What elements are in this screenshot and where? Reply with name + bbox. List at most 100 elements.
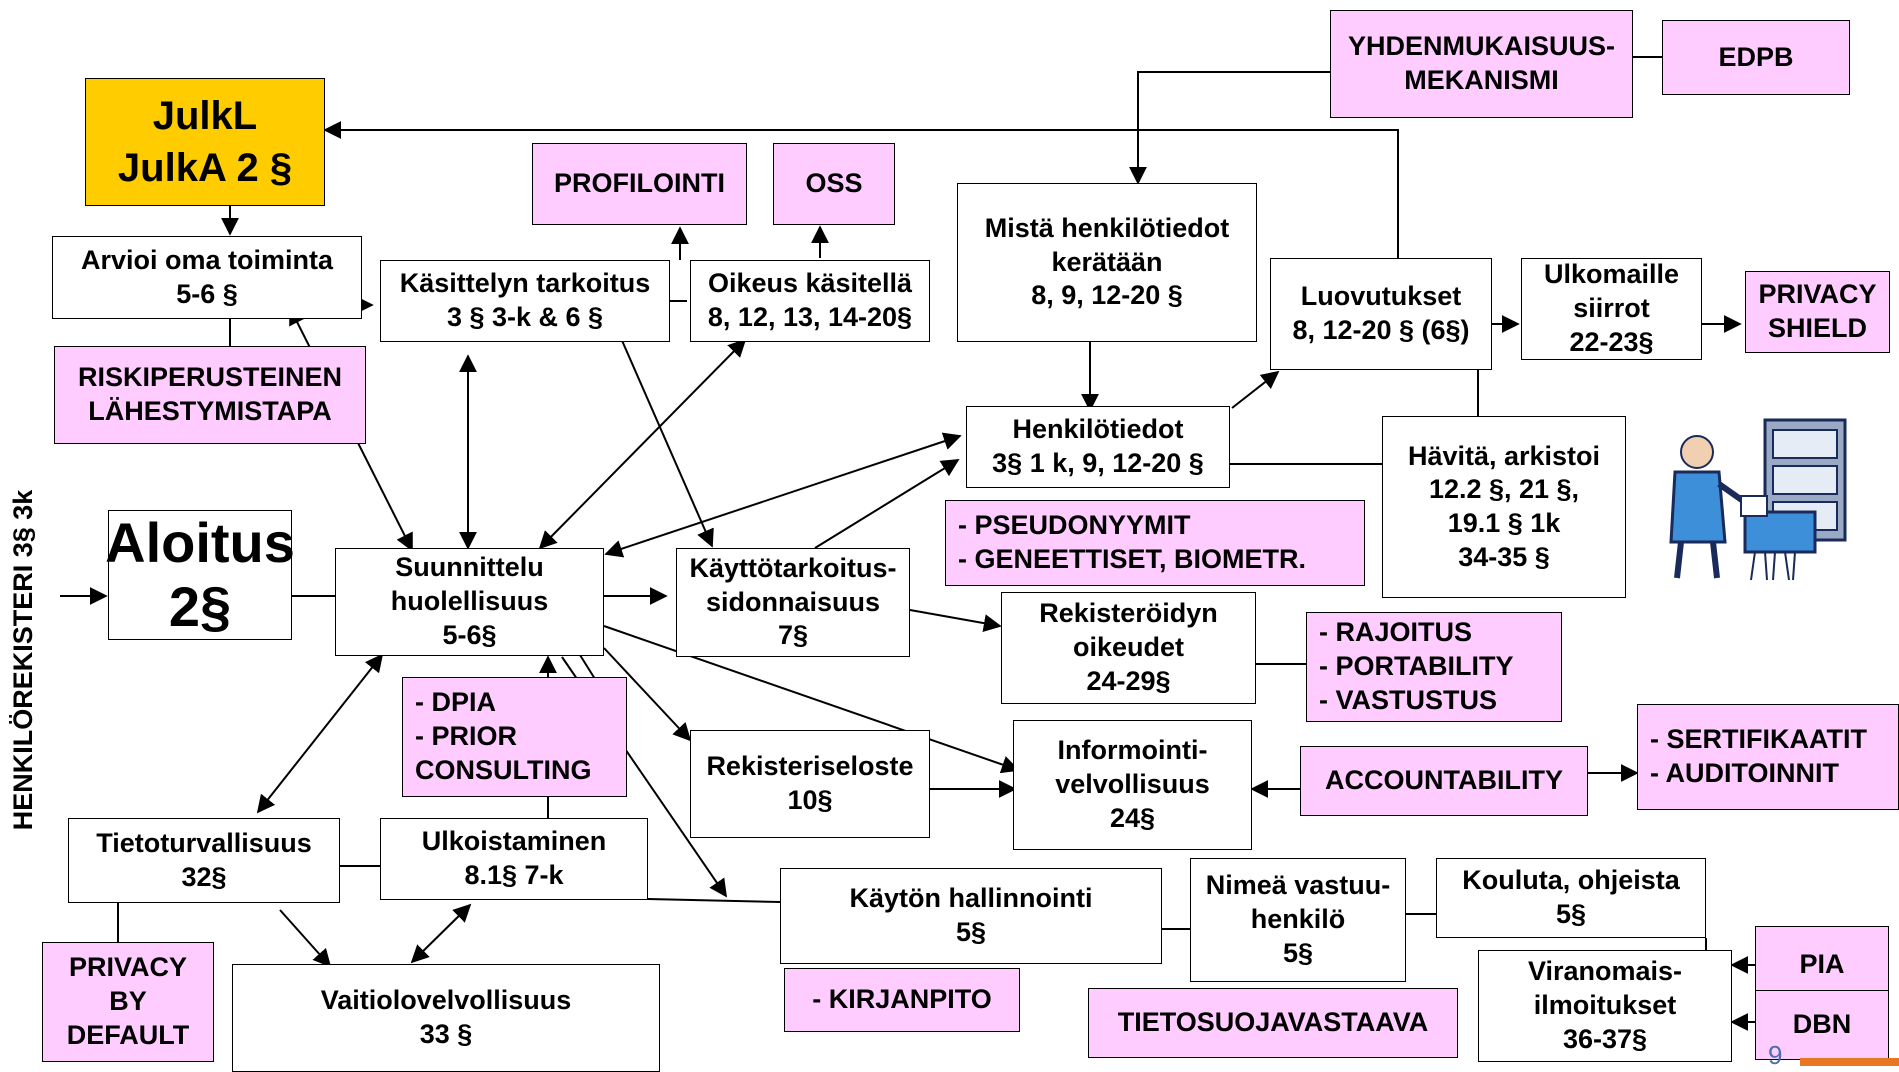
page-number: 9 [1768, 1040, 1783, 1070]
kirjanpito-box: - KIRJANPITO [784, 968, 1020, 1032]
corner-accent [1800, 1058, 1899, 1066]
vaitiolo-line-0: Vaitiolovelvollisuus [320, 985, 572, 1016]
rajoitus-line-2: - VASTUSTUS [1319, 684, 1498, 715]
dpia-line-0: - DPIA [415, 687, 496, 718]
privacy_shield-line-1: SHIELD [1767, 313, 1867, 343]
ulkoistaminen-line-1: 8.1§ 7-k [464, 860, 564, 890]
edpb-line-0: EDPB [1718, 41, 1794, 72]
informointi-line-1: velvollisuus [1055, 769, 1210, 800]
viranomais-line-2: 36-37§ [1562, 1023, 1648, 1054]
mista-line-0: Mistä henkilötiedot [984, 212, 1230, 243]
oss-line-0: OSS [805, 168, 863, 199]
suunnittelu-line-0: Suunnittelu [395, 552, 544, 583]
privacy_default-line-2: DEFAULT [66, 1019, 190, 1050]
rekisteriseloste-line-0: Rekisteriseloste [706, 751, 914, 782]
vaitiolo-line-1: 33 § [419, 1019, 473, 1049]
sertifikaatit-line-1: - AUDITOINNIT [1650, 758, 1839, 788]
rajoitus-box: - RAJOITUS- PORTABILITY- VASTUSTUS [1306, 612, 1562, 722]
privacy_shield-line-0: PRIVACY [1758, 279, 1877, 310]
nimea-line-2: 5§ [1282, 937, 1314, 968]
kouluta-line-0: Kouluta, ohjeista [1462, 865, 1680, 896]
julk-line-0: JulkL [152, 94, 258, 138]
arvioi-line-1: 5-6 § [176, 278, 238, 309]
dbn-line-0: DBN [1792, 1009, 1852, 1040]
viranomais-line-1: ilmoitukset [1533, 990, 1677, 1021]
aloitus-line-0: Aloitus [105, 510, 295, 574]
kayttotarkoitus-line-1: sidonnaisuus [705, 586, 881, 617]
shredder-clipart [1669, 418, 1847, 581]
accountability-box: ACCOUNTABILITY [1300, 746, 1588, 816]
riski-line-1: LÄHESTYMISTAPA [88, 396, 332, 426]
pseudo-line-0: - PSEUDONYYMIT [958, 510, 1191, 541]
nimea-line-1: henkilö [1250, 904, 1346, 935]
profilointi-line-0: PROFILOINTI [554, 168, 725, 199]
tietoturvallisuus-line-0: Tietoturvallisuus [96, 827, 312, 858]
ulkomaille-line-1: siirrot [1573, 293, 1650, 324]
pia-line-0: PIA [1799, 949, 1845, 980]
suunnittelu-line-1: huolellisuus [390, 586, 549, 617]
luovutukset-line-1: 8, 12-20 § (6§) [1292, 315, 1470, 345]
kasittelyn-line-0: Käsittelyn tarkoitus [399, 268, 651, 299]
mista-line-2: 8, 9, 12-20 § [1031, 280, 1183, 311]
suunnittelu-line-2: 5-6§ [442, 619, 497, 650]
edpb-box: EDPB [1662, 20, 1850, 95]
tietosuojavastaava-box: TIETOSUOJAVASTAAVA [1088, 988, 1458, 1058]
kayttotarkoitus-line-0: Käyttötarkoitus- [689, 552, 897, 583]
kouluta-line-1: 5§ [1555, 899, 1587, 929]
ulkomaille-line-0: Ulkomaille [1543, 259, 1680, 290]
profilointi-box: PROFILOINTI [532, 143, 747, 225]
tietosuojavastaava-line-0: TIETOSUOJAVASTAAVA [1117, 1007, 1429, 1038]
dpia-line-1: - PRIOR [415, 721, 518, 752]
havita-line-1: 12.2 §, 21 §, [1428, 474, 1580, 505]
havita-line-2: 19.1 § 1k [1447, 508, 1561, 538]
rekisteriseloste-line-1: 10§ [787, 785, 833, 815]
ulkoistaminen-line-0: Ulkoistaminen [421, 826, 607, 857]
luovutukset-line-0: Luovutukset [1300, 281, 1462, 312]
vertical-register-label: HENKILÖREKISTERI 3§ 3k [8, 489, 38, 831]
rekisteroidyn-line-0: Rekisteröidyn [1039, 598, 1218, 629]
ulkomaille-line-2: 22-23§ [1569, 326, 1654, 357]
henkilotiedot-line-0: Henkilötiedot [1012, 414, 1184, 445]
nimea-line-0: Nimeä vastuu- [1205, 870, 1391, 901]
tietoturvallisuus-line-1: 32§ [181, 861, 227, 892]
rajoitus-line-0: - RAJOITUS [1319, 617, 1473, 648]
riski-line-0: RISKIPERUSTEINEN [77, 362, 343, 393]
aloitus-line-1: 2§ [168, 575, 232, 638]
kasittelyn-line-1: 3 § 3-k & 6 § [446, 302, 604, 332]
oikeus-line-1: 8, 12, 13, 14-20§ [707, 302, 913, 332]
yhdenmukaisuus-line-0: YHDENMUKAISUUS- [1347, 31, 1615, 62]
informointi-line-0: Informointi- [1057, 735, 1208, 766]
rekisteroidyn-line-2: 24-29§ [1086, 665, 1171, 696]
sertifikaatit-box: - SERTIFIKAATIT- AUDITOINNIT [1637, 704, 1899, 810]
arvioi-line-0: Arvioi oma toiminta [80, 244, 334, 275]
accountability-line-0: ACCOUNTABILITY [1325, 765, 1563, 796]
pseudo-box: - PSEUDONYYMIT- GENEETTISET, BIOMETR. [945, 500, 1365, 586]
henkilotiedot-line-1: 3§ 1 k, 9, 12-20 § [992, 448, 1204, 478]
rajoitus-line-1: - PORTABILITY [1319, 651, 1514, 682]
oikeus-line-0: Oikeus käsitellä [707, 268, 913, 299]
yhdenmukaisuus-line-1: MEKANISMI [1404, 65, 1559, 95]
